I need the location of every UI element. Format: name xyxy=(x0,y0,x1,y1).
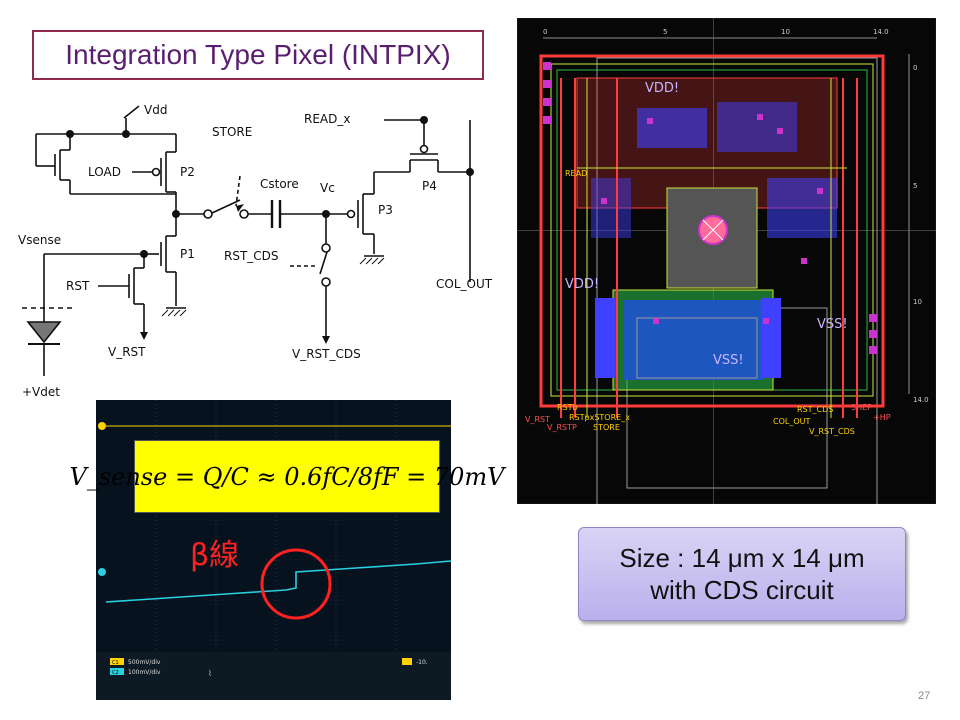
label-p3: P3 xyxy=(378,203,393,217)
label-p2: P2 xyxy=(180,165,195,179)
formula-text: V_sense = Q/C ≈ 0.6fC/8fF = 70mV xyxy=(69,462,505,491)
layout-label-hp: +HP xyxy=(873,413,891,422)
ruler-right-0: 0 xyxy=(913,64,917,72)
scope-ch2-tag: C2 xyxy=(112,670,119,676)
size-callout: Size : 14 μm x 14 μm with CDS circuit xyxy=(578,527,906,621)
page-number: 27 xyxy=(918,690,931,702)
scope-trigger-icon: ⌇ xyxy=(208,669,212,678)
ruler-top-10: 10 xyxy=(781,28,790,36)
ruler-right-14: 14.0 xyxy=(913,396,929,404)
label-cstore: Cstore xyxy=(260,177,299,191)
layout-label-vdd-2: VDD! xyxy=(565,277,599,292)
beta-ray-label: β線 xyxy=(190,538,240,573)
ruler-top-0: 0 xyxy=(543,28,547,36)
label-p1: P1 xyxy=(180,247,195,261)
size-line-2: with CDS circuit xyxy=(650,575,834,605)
ruler-right-5: 5 xyxy=(913,182,917,190)
label-p4: P4 xyxy=(422,179,437,193)
layout-label-rst-cds: RST_CDS xyxy=(797,405,833,414)
layout-label-vdd-1: VDD! xyxy=(645,81,679,96)
layout-label-v-rst-cds: V_RST_CDS xyxy=(809,427,855,436)
layout-label-shep: SHEP xyxy=(851,403,872,412)
layout-label-read: READ xyxy=(565,169,587,178)
slide-title-text: Integration Type Pixel (INTPIX) xyxy=(65,39,451,70)
layout-label-v-rst: V_RST xyxy=(525,415,550,424)
scope-ch1-tag: C1 xyxy=(112,660,119,666)
label-rst-cds: RST_CDS xyxy=(224,249,279,263)
ruler-top-5: 5 xyxy=(663,28,667,36)
label-v-rst: V_RST xyxy=(108,345,146,359)
layout-label-rstb: RSTb xyxy=(557,403,578,412)
label-vsense: Vsense xyxy=(18,233,61,247)
layout-label-store: STORE xyxy=(593,423,620,432)
formula-box: V_sense = Q/C ≈ 0.6fC/8fF = 70mV xyxy=(70,440,505,513)
scope-ch2-scale: 100mV/div xyxy=(128,669,161,676)
label-load: LOAD xyxy=(88,165,121,179)
layout-label-rstpx: RSTpxSTORE_x xyxy=(569,413,630,422)
size-line-1: Size : 14 μm x 14 μm xyxy=(619,543,865,573)
scope-readout: -10. xyxy=(416,659,428,666)
layout-label-col-out: COL_OUT xyxy=(773,417,810,426)
label-vc: Vc xyxy=(320,181,335,195)
pixel-schematic: Vdd STORE READ_x LOAD P2 Cstore Vc P4 P3… xyxy=(18,103,493,399)
layout-label-vss-1: VSS! xyxy=(817,317,848,332)
label-store: STORE xyxy=(212,125,252,139)
pixel-layout-image: 0 5 10 14.0 0 5 10 14.0 xyxy=(516,17,937,509)
label-vdd: Vdd xyxy=(144,103,167,117)
label-read: READ_x xyxy=(304,112,350,126)
label-rst: RST xyxy=(66,279,90,293)
layout-label-v-rstp: V_RSTP xyxy=(547,423,577,432)
ruler-top-14: 14.0 xyxy=(873,28,889,36)
ruler-right-10: 10 xyxy=(913,298,922,306)
scope-ch1-scale: 500mV/div xyxy=(128,659,161,666)
label-v-rst-cds: V_RST_CDS xyxy=(292,347,361,361)
label-col-out: COL_OUT xyxy=(436,277,493,291)
slide-title: Integration Type Pixel (INTPIX) xyxy=(32,30,484,80)
label-vdet: +Vdet xyxy=(22,385,60,399)
layout-label-vss-2: VSS! xyxy=(713,353,744,368)
